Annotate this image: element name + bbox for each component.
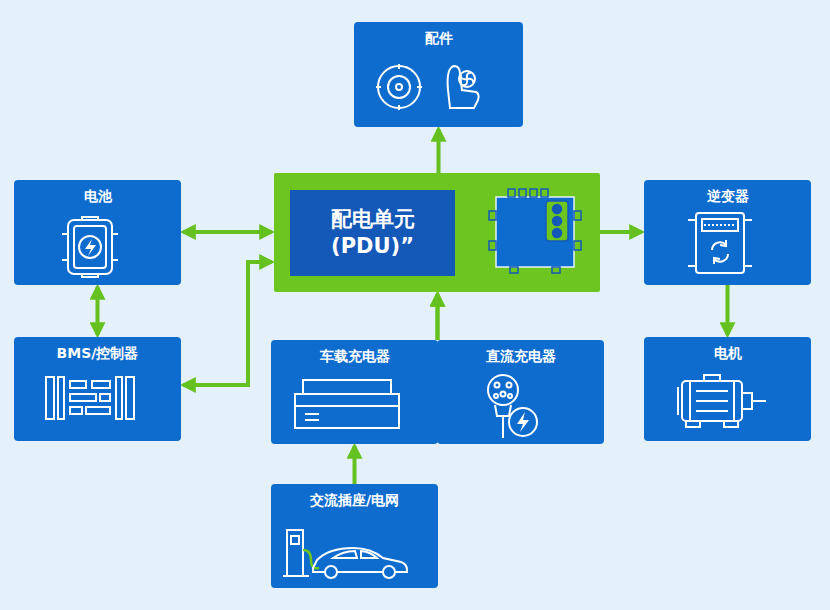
box-label: 电池 [14, 188, 181, 206]
component-box: BMS/控制器 [14, 337, 181, 441]
box-label: BMS/控制器 [14, 345, 181, 363]
flow-arrow [183, 230, 272, 234]
accessory-icons [372, 60, 490, 114]
component-box: 交流插座/电网 [271, 484, 438, 588]
flow-arrow [353, 446, 357, 484]
box-label: 配电单元 (PDU)” [290, 190, 455, 276]
component-box: 逆变器 [644, 180, 811, 285]
flow-arrow [96, 287, 100, 335]
box-label: 逆变器 [644, 188, 811, 206]
flow-arrow [726, 285, 730, 335]
component-box: 电机 [644, 337, 811, 441]
pdu-box: 配电单元 (PDU)” [274, 173, 600, 292]
flow-arrow [183, 262, 272, 385]
inverter-icon [686, 210, 754, 276]
component-box: 车载充电器 [271, 340, 438, 444]
motor-icon [676, 373, 768, 429]
dc-charger-icon [481, 372, 545, 440]
box-label: 车载充电器 [271, 348, 438, 366]
component-box: 直流充电器 [437, 340, 604, 444]
box-label: 配件 [354, 30, 523, 48]
flow-arrow [437, 129, 441, 173]
flow-arrow [436, 294, 440, 340]
flow-arrow [436, 294, 440, 340]
component-box: 电池 [14, 180, 181, 285]
component-box: 配件 [354, 22, 523, 127]
battery-icon [60, 216, 120, 278]
box-label: 交流插座/电网 [271, 492, 438, 510]
box-label: 直流充电器 [437, 348, 604, 366]
ac-grid-car-icon [283, 520, 411, 580]
box-label: 电机 [644, 345, 811, 363]
bms-controller-icon [44, 373, 136, 423]
pdu-device-icon [486, 181, 584, 279]
flow-arrow [600, 230, 642, 234]
onboard-charger-icon [291, 376, 403, 432]
